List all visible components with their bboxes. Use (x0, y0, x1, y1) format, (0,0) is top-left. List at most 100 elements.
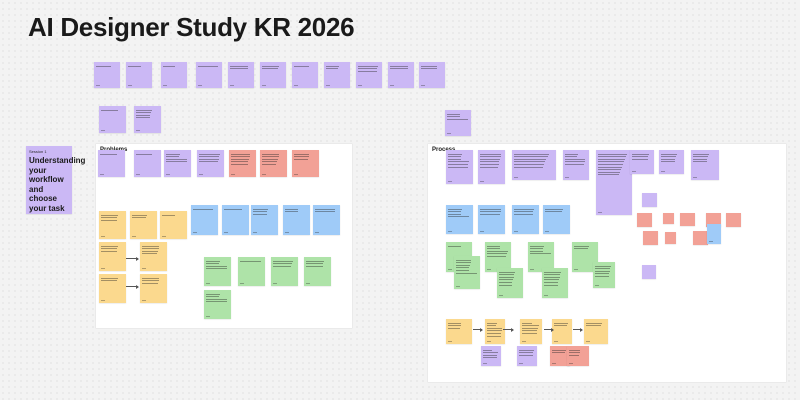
sticky-note-text-line (480, 161, 500, 163)
sticky-note-purple[interactable] (164, 150, 191, 177)
sticky-note-red[interactable] (643, 231, 658, 245)
sticky-note-purple[interactable] (445, 110, 471, 136)
sticky-note-red[interactable] (567, 346, 589, 366)
sticky-note-text-line (224, 208, 242, 210)
sticky-note-author (514, 231, 518, 232)
sticky-note-yellow[interactable] (140, 242, 167, 271)
sticky-note-text-line (162, 214, 175, 216)
sticky-note-text-line (448, 245, 462, 247)
sticky-note-purple[interactable] (260, 62, 286, 88)
sticky-note-green[interactable] (485, 242, 511, 272)
sticky-note-purple[interactable] (134, 106, 161, 133)
sticky-note-author (273, 283, 277, 284)
sticky-note-purple[interactable] (596, 150, 632, 215)
sticky-note-purple[interactable] (419, 62, 445, 88)
sticky-note-purple[interactable] (517, 346, 537, 366)
sticky-note-purple[interactable] (161, 62, 187, 88)
sticky-note-green[interactable] (454, 256, 480, 289)
sticky-note-text-line (128, 65, 142, 67)
sticky-note-yellow[interactable] (99, 274, 126, 303)
sticky-note-text-line (554, 322, 568, 324)
sticky-note-author (480, 231, 484, 232)
sticky-note-purple[interactable] (356, 62, 382, 88)
sticky-note-red[interactable] (706, 213, 721, 227)
sticky-note-purple[interactable] (642, 193, 657, 207)
sticky-note-text-line (285, 208, 299, 210)
sticky-note-blue[interactable] (446, 205, 473, 234)
sticky-note-purple[interactable] (324, 62, 350, 88)
sticky-note-yellow[interactable] (584, 319, 608, 344)
sticky-note-text-line (206, 260, 220, 262)
sticky-note-text-line (101, 250, 117, 252)
sticky-note-text-line (499, 282, 513, 283)
sticky-note-text-line (499, 274, 515, 276)
sticky-note-purple[interactable] (99, 106, 126, 133)
sticky-note-text-line (448, 213, 461, 215)
sticky-note-green[interactable] (593, 262, 615, 288)
sticky-note-text-line (544, 282, 559, 283)
sticky-note-blue[interactable] (512, 205, 539, 234)
sticky-note-blue[interactable] (222, 205, 249, 235)
sticky-note-purple[interactable] (630, 150, 654, 174)
sticky-note-purple[interactable] (126, 62, 152, 88)
sticky-note-purple[interactable] (659, 150, 684, 174)
sticky-note-blue[interactable] (543, 205, 570, 234)
sticky-note-author (530, 269, 534, 270)
sticky-note-red[interactable] (693, 231, 708, 245)
sticky-note-yellow[interactable] (552, 319, 572, 344)
sticky-note-green[interactable] (204, 257, 231, 286)
sticky-note-blue[interactable] (251, 205, 278, 235)
sticky-note-red[interactable] (260, 150, 287, 177)
sticky-note-red[interactable] (292, 150, 319, 177)
sticky-note-red[interactable] (229, 150, 256, 177)
sticky-note-author (230, 85, 234, 86)
sticky-note-yellow[interactable] (485, 319, 505, 344)
sticky-note-purple[interactable] (512, 150, 556, 180)
sticky-note-purple[interactable] (478, 150, 505, 184)
sticky-note-yellow[interactable] (99, 242, 126, 271)
sticky-note-purple[interactable] (228, 62, 254, 88)
sticky-note-purple[interactable] (292, 62, 318, 88)
sticky-note-green[interactable] (238, 257, 265, 286)
sticky-note-purple[interactable] (388, 62, 414, 88)
sticky-note-green[interactable] (271, 257, 298, 286)
sticky-note-blue[interactable] (707, 224, 721, 244)
sticky-note-green[interactable] (304, 257, 331, 286)
sticky-note-green[interactable] (497, 268, 523, 298)
sticky-note-red[interactable] (680, 213, 695, 226)
sticky-note-text-line (448, 164, 469, 165)
sticky-note-green[interactable] (542, 268, 568, 298)
sticky-note-text-line (136, 153, 152, 155)
sticky-note-purple[interactable] (446, 150, 473, 184)
sticky-note-purple[interactable] (563, 150, 589, 180)
session-sticky-note[interactable]: Session 1 Understanding your workflow an… (26, 146, 85, 214)
sticky-note-yellow[interactable] (446, 319, 472, 344)
sticky-note-blue[interactable] (313, 205, 340, 235)
sticky-note-purple[interactable] (197, 150, 224, 177)
sticky-note-red[interactable] (637, 213, 652, 227)
sticky-note-purple[interactable] (481, 346, 501, 366)
sticky-note-purple[interactable] (642, 265, 656, 279)
sticky-note-red[interactable] (726, 213, 741, 227)
sticky-note-red[interactable] (663, 213, 674, 224)
sticky-note-green[interactable] (528, 242, 554, 272)
sticky-note-text-line (661, 158, 676, 160)
sticky-note-blue[interactable] (478, 205, 505, 234)
sticky-note-purple[interactable] (691, 150, 719, 180)
sticky-note-purple[interactable] (98, 150, 125, 177)
sticky-note-yellow[interactable] (160, 211, 187, 239)
sticky-note-yellow[interactable] (140, 274, 167, 303)
sticky-note-blue[interactable] (191, 205, 218, 235)
sticky-note-blue[interactable] (283, 205, 310, 235)
sticky-note-text-line (598, 171, 621, 173)
sticky-note-yellow[interactable] (520, 319, 542, 344)
sticky-note-purple[interactable] (196, 62, 222, 88)
sticky-note-yellow[interactable] (130, 211, 157, 239)
sticky-note-purple[interactable] (134, 150, 161, 177)
sticky-note-red[interactable] (665, 232, 676, 244)
sticky-note-purple[interactable] (94, 62, 120, 88)
sticky-note-green[interactable] (204, 290, 231, 319)
sticky-note-red[interactable] (550, 346, 570, 366)
sticky-note-text-line (199, 156, 220, 158)
sticky-note-yellow[interactable] (99, 211, 126, 239)
